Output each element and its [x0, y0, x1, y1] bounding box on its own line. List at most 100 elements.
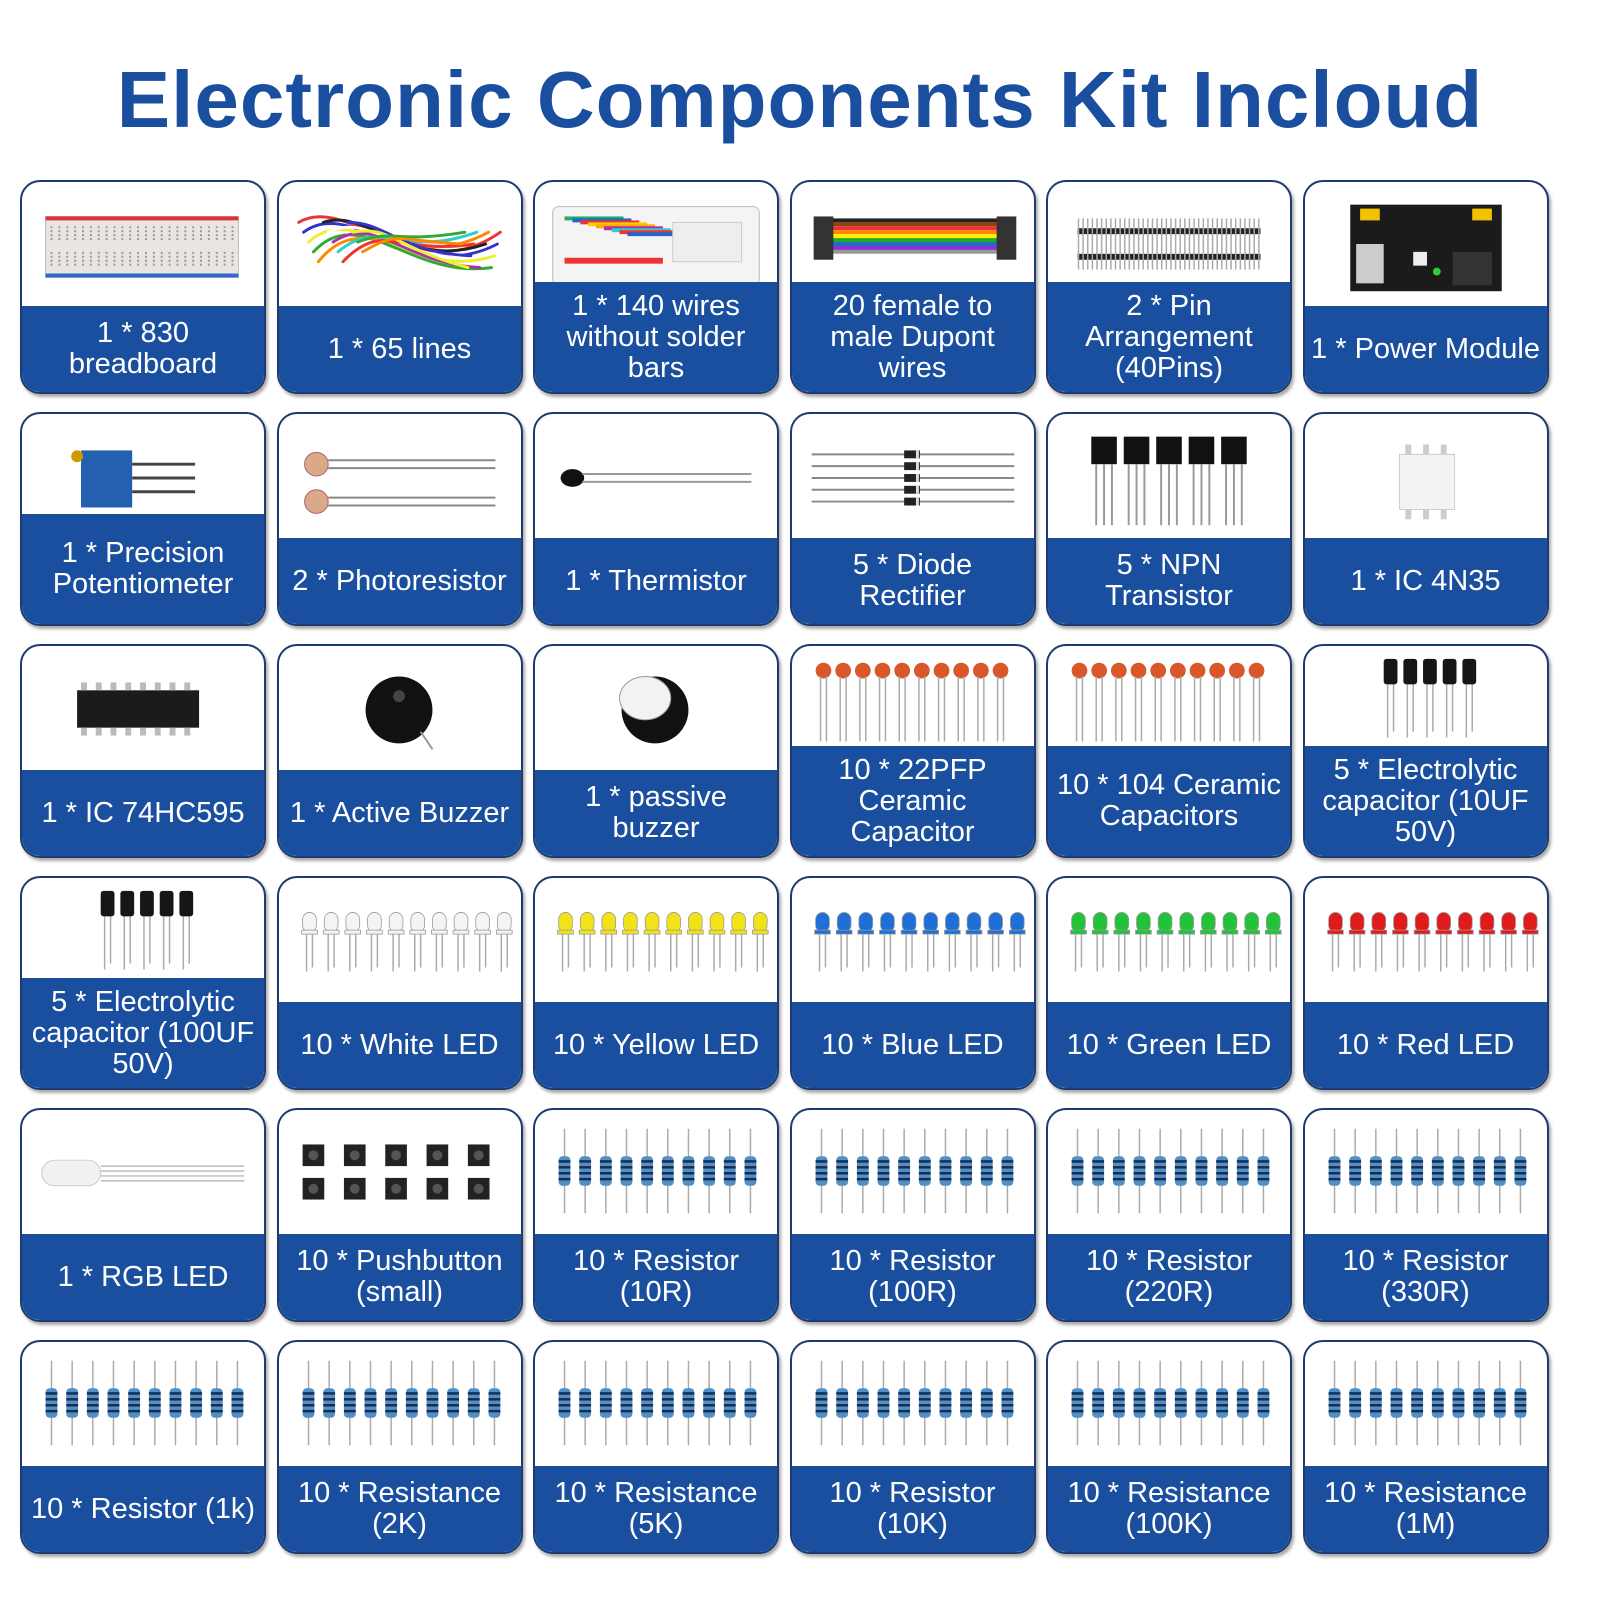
component-tile: 10 * Resistor (1k) [20, 1340, 266, 1554]
thermistor-icon [535, 414, 777, 538]
resistor-icon [22, 1342, 264, 1466]
ceramic-capacitor-icon [792, 646, 1034, 770]
resistor-icon [792, 1342, 1034, 1466]
potentiometer-icon [22, 414, 264, 538]
ceramic-capacitor-icon [1048, 646, 1290, 770]
component-tile: 1 * passive buzzer [533, 644, 779, 858]
component-tile: 1 * Power Module [1302, 180, 1549, 394]
component-tile: 1 * Precision Potentiometer [20, 412, 266, 626]
red-led-icon [1305, 878, 1547, 1002]
component-label: 5 * NPN Transistor [1048, 538, 1290, 624]
component-label: 10 * Resistor (10R) [535, 1234, 777, 1320]
power-module-icon [1305, 182, 1547, 306]
component-tile: 1 * Active Buzzer [276, 644, 523, 858]
component-tile: 10 * Resistance (1M) [1302, 1340, 1549, 1554]
component-label: 10 * Resistance (1M) [1304, 1466, 1547, 1552]
white-led-icon [279, 878, 521, 1002]
component-tile: 10 * Red LED [1302, 876, 1549, 1090]
component-tile: 1 * 140 wires without solder bars [533, 180, 779, 394]
component-tile: 10 * Resistor (10R) [533, 1108, 779, 1322]
component-tile: 1 * RGB LED [20, 1108, 266, 1322]
component-label: 10 * White LED [278, 1002, 521, 1088]
component-label: 1 * IC 74HC595 [22, 770, 264, 856]
component-tile: 10 * White LED [276, 876, 523, 1090]
component-label: 5 * Electrolytic capacitor (10UF 50V) [1304, 746, 1547, 856]
component-tile: 10 * Resistance (5K) [533, 1340, 779, 1554]
component-tile: 10 * 104 Ceramic Capacitors [1046, 644, 1292, 858]
component-label: 1 * IC 4N35 [1304, 538, 1547, 624]
component-tile: 10 * Resistance (100K) [1046, 1340, 1292, 1554]
resistor-icon [792, 1110, 1034, 1234]
component-tile: 5 * Diode Rectifier [789, 412, 1036, 626]
component-tile: 2 * Pin Arrangement (40Pins) [1046, 180, 1292, 394]
component-tile: 1 * IC 74HC595 [20, 644, 266, 858]
component-tile: 10 * Pushbutton (small) [276, 1108, 523, 1322]
component-tile: 1 * 65 lines [276, 180, 523, 394]
component-tile: 10 * Yellow LED [533, 876, 779, 1090]
resistor-icon [1305, 1110, 1547, 1234]
component-label: 10 * Pushbutton (small) [278, 1234, 521, 1320]
component-label: 1 * 830 breadboard [22, 306, 264, 392]
resistor-icon [1048, 1342, 1290, 1466]
component-label: 1 * Thermistor [535, 538, 777, 624]
component-tile: 10 * Resistance (2K) [276, 1340, 523, 1554]
component-tile: 10 * Green LED [1046, 876, 1292, 1090]
component-label: 10 * 22PFP Ceramic Capacitor [791, 746, 1034, 856]
resistor-icon [535, 1110, 777, 1234]
optocoupler-ic-icon [1305, 414, 1547, 538]
jumper-wires-icon [279, 182, 521, 306]
component-tile: 1 * 830 breadboard [20, 180, 266, 394]
component-tile: 5 * Electrolytic capacitor (10UF 50V) [1302, 644, 1549, 858]
component-tile: 10 * 22PFP Ceramic Capacitor [789, 644, 1036, 858]
component-label: 10 * Blue LED [791, 1002, 1034, 1088]
component-label: 10 * 104 Ceramic Capacitors [1048, 746, 1290, 856]
breadboard-icon [22, 182, 264, 306]
component-label: 2 * Photoresistor [278, 538, 521, 624]
component-label: 10 * Resistor (330R) [1304, 1234, 1547, 1320]
component-tile: 1 * Thermistor [533, 412, 779, 626]
component-label: 10 * Resistance (100K) [1048, 1466, 1290, 1552]
component-tile: 10 * Resistor (10K) [789, 1340, 1036, 1554]
component-label: 1 * 65 lines [278, 306, 521, 392]
component-label: 10 * Resistor (1k) [22, 1466, 264, 1552]
wire-box-icon [535, 182, 777, 306]
component-label: 10 * Green LED [1048, 1002, 1290, 1088]
resistor-icon [279, 1342, 521, 1466]
component-label: 10 * Yellow LED [535, 1002, 777, 1088]
component-tile: 10 * Blue LED [789, 876, 1036, 1090]
component-tile: 2 * Photoresistor [276, 412, 523, 626]
dupont-wires-icon [792, 182, 1034, 306]
component-tile: 10 * Resistor (100R) [789, 1108, 1036, 1322]
component-tile: 10 * Resistor (330R) [1302, 1108, 1549, 1322]
green-led-icon [1048, 878, 1290, 1002]
component-label: 10 * Resistor (10K) [791, 1466, 1034, 1552]
component-label: 1 * Power Module [1304, 306, 1547, 392]
photoresistor-icon [279, 414, 521, 538]
electrolytic-capacitor-icon [22, 878, 264, 1002]
electrolytic-capacitor-icon [1305, 646, 1547, 770]
pushbutton-icon [279, 1110, 521, 1234]
yellow-led-icon [535, 878, 777, 1002]
component-label: 10 * Resistor (100R) [791, 1234, 1034, 1320]
component-tile: 20 female to male Dupont wires [789, 180, 1036, 394]
shift-register-ic-icon [22, 646, 264, 770]
transistor-icon [1048, 414, 1290, 538]
passive-buzzer-icon [535, 646, 777, 770]
component-label: 20 female to male Dupont wires [791, 282, 1034, 392]
component-label: 1 * RGB LED [22, 1234, 264, 1320]
pin-header-icon [1048, 182, 1290, 306]
component-label: 5 * Electrolytic capacitor (100UF 50V) [22, 978, 264, 1088]
component-label: 1 * passive buzzer [535, 770, 777, 856]
resistor-icon [1048, 1110, 1290, 1234]
blue-led-icon [792, 878, 1034, 1002]
page-title: Electronic Components Kit Incloud [116, 55, 1484, 144]
rgb-led-icon [22, 1110, 264, 1234]
diode-icon [792, 414, 1034, 538]
component-label: 10 * Resistor (220R) [1048, 1234, 1290, 1320]
resistor-icon [535, 1342, 777, 1466]
component-tile: 5 * Electrolytic capacitor (100UF 50V) [20, 876, 266, 1090]
component-label: 10 * Resistance (2K) [278, 1466, 521, 1552]
component-tile: 1 * IC 4N35 [1302, 412, 1549, 626]
component-label: 10 * Red LED [1304, 1002, 1547, 1088]
